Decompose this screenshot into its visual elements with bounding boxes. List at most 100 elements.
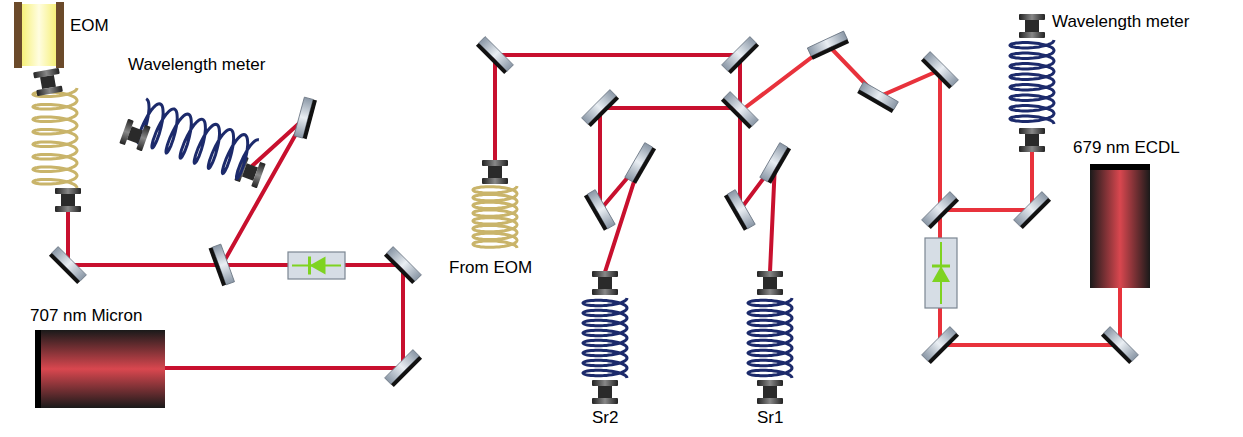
mirror-mount xyxy=(476,43,507,74)
mirror xyxy=(922,192,959,229)
coupler-body xyxy=(1025,20,1039,32)
optical-isolator xyxy=(288,252,345,279)
fiber-coil xyxy=(131,99,259,181)
fiber-coupler xyxy=(33,68,63,96)
mirror xyxy=(385,350,422,387)
mirror xyxy=(582,90,619,127)
coupler-cap xyxy=(482,178,508,184)
mirror xyxy=(209,244,235,286)
mirror-glass xyxy=(385,350,420,385)
coupler-body xyxy=(40,75,56,89)
mirror-mount xyxy=(633,147,656,184)
mirror xyxy=(476,37,513,74)
mirror xyxy=(49,247,86,284)
mirror xyxy=(1014,192,1051,229)
fiber-coil xyxy=(473,186,517,248)
part-label: Sr2 xyxy=(592,408,618,428)
diode-symbol xyxy=(292,265,341,267)
fiber-coil xyxy=(748,298,792,378)
mirror-glass xyxy=(387,247,422,282)
mirror-mount xyxy=(584,194,607,231)
fiber-coupler xyxy=(1019,128,1045,152)
mirror-mount xyxy=(768,147,791,184)
laser-back xyxy=(1090,164,1150,170)
laser-head xyxy=(35,330,165,408)
coupler-body xyxy=(763,386,777,398)
mirror xyxy=(724,190,755,231)
coupler-cap xyxy=(757,380,783,386)
coupler-cap xyxy=(1019,128,1045,134)
laser-beam xyxy=(600,108,740,272)
fiber-coupler xyxy=(592,271,618,295)
mirror-mount xyxy=(728,43,759,74)
fiber-coupler xyxy=(757,380,783,404)
eom-electrode xyxy=(14,2,22,68)
mirror-mount xyxy=(49,253,80,284)
fiber-coil xyxy=(583,298,627,378)
fiber-coupler xyxy=(119,119,150,152)
laser-head xyxy=(1090,168,1150,288)
fiber-coupler xyxy=(482,160,508,184)
mirror-mount xyxy=(384,253,415,284)
laser-back xyxy=(35,330,41,408)
part-label: Wavelength meter xyxy=(128,55,265,75)
coupler-cap xyxy=(592,289,618,295)
part-label: 707 nm Micron xyxy=(30,306,142,326)
coupler-cap xyxy=(251,162,266,188)
coupler-cap xyxy=(1019,146,1045,152)
mirror-glass xyxy=(582,90,617,125)
mirror-mount xyxy=(811,39,849,60)
fiber-coil xyxy=(1010,40,1054,124)
coupler-cap xyxy=(757,271,783,277)
mirror-glass xyxy=(922,327,957,362)
coupler-cap xyxy=(592,398,618,404)
mirror-mount xyxy=(857,90,894,113)
laser-beam xyxy=(742,45,940,210)
coupler-body xyxy=(488,166,502,178)
coupler-body xyxy=(1025,134,1039,146)
mirror-mount xyxy=(928,198,959,229)
coupler-cap xyxy=(482,160,508,166)
coupler-cap xyxy=(1019,32,1045,38)
mirror xyxy=(294,97,317,139)
mirror-glass xyxy=(722,37,757,72)
coupler-cap xyxy=(136,125,151,151)
mirror-glass xyxy=(922,192,957,227)
mirror-glass xyxy=(52,247,87,282)
mirror-mount xyxy=(303,99,317,139)
fiber-coupler xyxy=(1019,14,1045,38)
coupler-body xyxy=(598,277,612,289)
mirror xyxy=(584,190,615,231)
mirror xyxy=(807,31,849,60)
mirror xyxy=(722,37,759,74)
coupler-cap xyxy=(757,398,783,404)
mirror-glass xyxy=(1104,327,1139,362)
fiber-coupler xyxy=(757,271,783,295)
coupler-cap xyxy=(55,206,81,212)
mirror-mount xyxy=(921,58,952,89)
mirror xyxy=(760,143,791,184)
mirror-mount xyxy=(1101,333,1132,364)
part-label: Wavelength meter xyxy=(1052,12,1189,32)
eom-crystal xyxy=(22,4,56,66)
eom-electrode xyxy=(56,2,64,68)
mirror-mount xyxy=(1020,198,1051,229)
part-label: Sr1 xyxy=(757,408,783,428)
mirror xyxy=(721,92,758,129)
mirror-mount xyxy=(928,333,959,364)
mirror-glass xyxy=(1014,192,1049,227)
coupler-cap xyxy=(55,188,81,194)
coupler-cap xyxy=(1019,14,1045,20)
coupler-body xyxy=(763,277,777,289)
fiber-coupler xyxy=(592,380,618,404)
coupler-cap xyxy=(592,380,618,386)
mirror-mount xyxy=(721,98,752,129)
mirror-glass xyxy=(924,52,959,87)
fiber-coil xyxy=(33,88,77,188)
coupler-cap xyxy=(36,86,63,96)
coupler-cap xyxy=(592,271,618,277)
mirror-mount xyxy=(588,96,619,127)
part-label: 679 nm ECDL xyxy=(1073,138,1180,158)
laser-beam xyxy=(740,112,775,272)
